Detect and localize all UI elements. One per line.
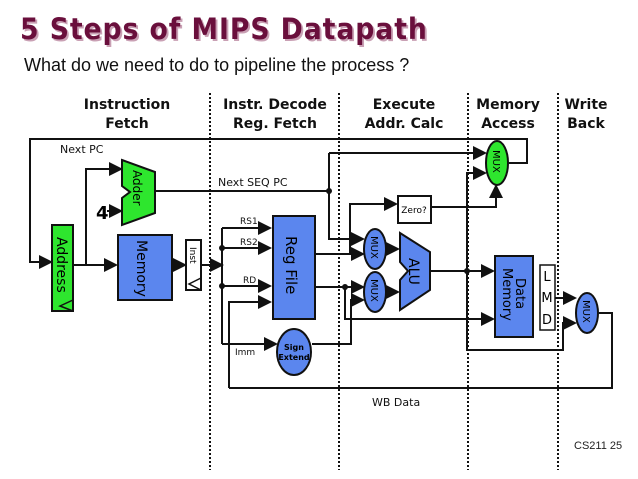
stage-id-line2: Reg. Fetch — [233, 116, 317, 132]
slide-subtitle: What do we need to do to pipeline the pr… — [24, 55, 410, 75]
slide-footer: CS211 25 — [574, 440, 623, 452]
stage-if-line2: Fetch — [105, 116, 148, 132]
slide-title: 5 Steps of MIPS Datapath — [20, 12, 428, 46]
svg-text:Memory: Memory — [133, 240, 149, 297]
adder: Adder — [121, 158, 156, 227]
svg-text:MUX: MUX — [368, 236, 379, 259]
next-pc-label: Next PC — [60, 143, 104, 156]
svg-text:Zero?: Zero? — [401, 206, 427, 216]
pc-mux: MUX — [485, 140, 509, 186]
stage-mem-line1: Memory — [476, 97, 540, 113]
svg-text:Data: Data — [512, 278, 527, 309]
instruction-memory: Memory — [117, 234, 173, 301]
stage-ex-line2: Addr. Calc — [365, 116, 444, 132]
svg-text:Inst: Inst — [187, 247, 197, 264]
wires — [29, 138, 613, 389]
inst-register: Inst — [185, 239, 202, 291]
svg-text:MUX: MUX — [580, 300, 591, 323]
stage-wb-line2: Back — [567, 116, 605, 132]
lmd-register: L M D — [539, 264, 556, 331]
svg-text:M: M — [541, 291, 552, 306]
stage-if-line1: Instruction — [84, 97, 170, 113]
rs2-label: RS2 — [240, 238, 258, 248]
svg-text:Extend: Extend — [278, 353, 310, 362]
stage-wb-line1: Write — [564, 97, 607, 113]
constant-four: 4 — [96, 203, 109, 224]
svg-text:Adder: Adder — [130, 170, 144, 206]
register-file: Reg File — [272, 215, 316, 320]
svg-text:Memory: Memory — [499, 268, 514, 321]
rs1-label: RS1 — [240, 217, 258, 227]
wb-data-label: WB Data — [372, 396, 420, 409]
writeback-mux: MUX — [575, 292, 599, 334]
svg-text:Sign: Sign — [284, 343, 304, 352]
svg-text:ALU: ALU — [405, 258, 421, 285]
stage-mem-line2: Access — [481, 116, 535, 132]
svg-text:MUX: MUX — [490, 150, 501, 173]
stage-id-line1: Instr. Decode — [223, 97, 327, 113]
zero-test: Zero? — [397, 195, 432, 224]
rd-label: RD — [243, 276, 256, 286]
imm-label: Imm — [235, 348, 255, 358]
svg-text:MUX: MUX — [368, 279, 379, 302]
svg-text:Address: Address — [53, 237, 69, 293]
alu-input-mux-a: MUX — [363, 228, 387, 270]
address-register: Address — [51, 224, 74, 312]
svg-text:D: D — [542, 313, 552, 328]
svg-text:Reg File: Reg File — [282, 236, 300, 294]
alu-input-mux-b: MUX — [363, 271, 387, 313]
sign-extend: Sign Extend — [276, 328, 312, 376]
next-seq-pc-label: Next SEQ PC — [218, 176, 288, 189]
stage-ex-line1: Execute — [373, 97, 436, 113]
svg-text:L: L — [543, 270, 551, 285]
alu: ALU — [399, 231, 431, 312]
data-memory: Data Memory — [494, 255, 534, 338]
